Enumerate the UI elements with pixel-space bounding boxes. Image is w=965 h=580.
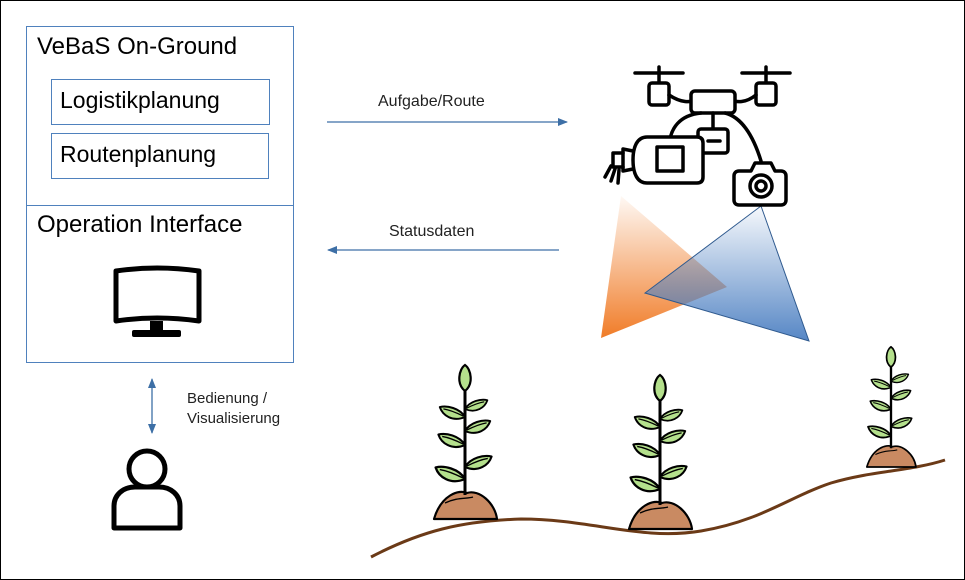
logistikplanung-box: Logistikplanung (51, 79, 270, 125)
vebas-onground-title: VeBaS On-Ground (37, 33, 238, 60)
camera-cone (643, 205, 810, 342)
user-icon (111, 448, 183, 531)
camera-icon (732, 161, 788, 207)
operation-label-line2: Visualisierung (187, 410, 281, 427)
task-route-label: Aufgabe/Route (378, 93, 485, 110)
status-data-label: Statusdaten (389, 223, 475, 240)
plant-icon (434, 365, 497, 519)
drone-icon (603, 65, 792, 185)
ground-line (370, 458, 946, 559)
monitor-icon (113, 265, 202, 337)
operation-interface-title: Operation Interface (37, 211, 243, 238)
operation-label-line1: Bedienung / (187, 390, 268, 407)
routenplanung-box: Routenplanung (51, 133, 269, 179)
plant-icon (629, 375, 692, 529)
operation-visualization-label: Bedienung / Visualisierung (187, 389, 280, 429)
plant-icon (867, 347, 916, 467)
operation-interface-box (26, 205, 294, 363)
spray-cone (601, 196, 727, 338)
